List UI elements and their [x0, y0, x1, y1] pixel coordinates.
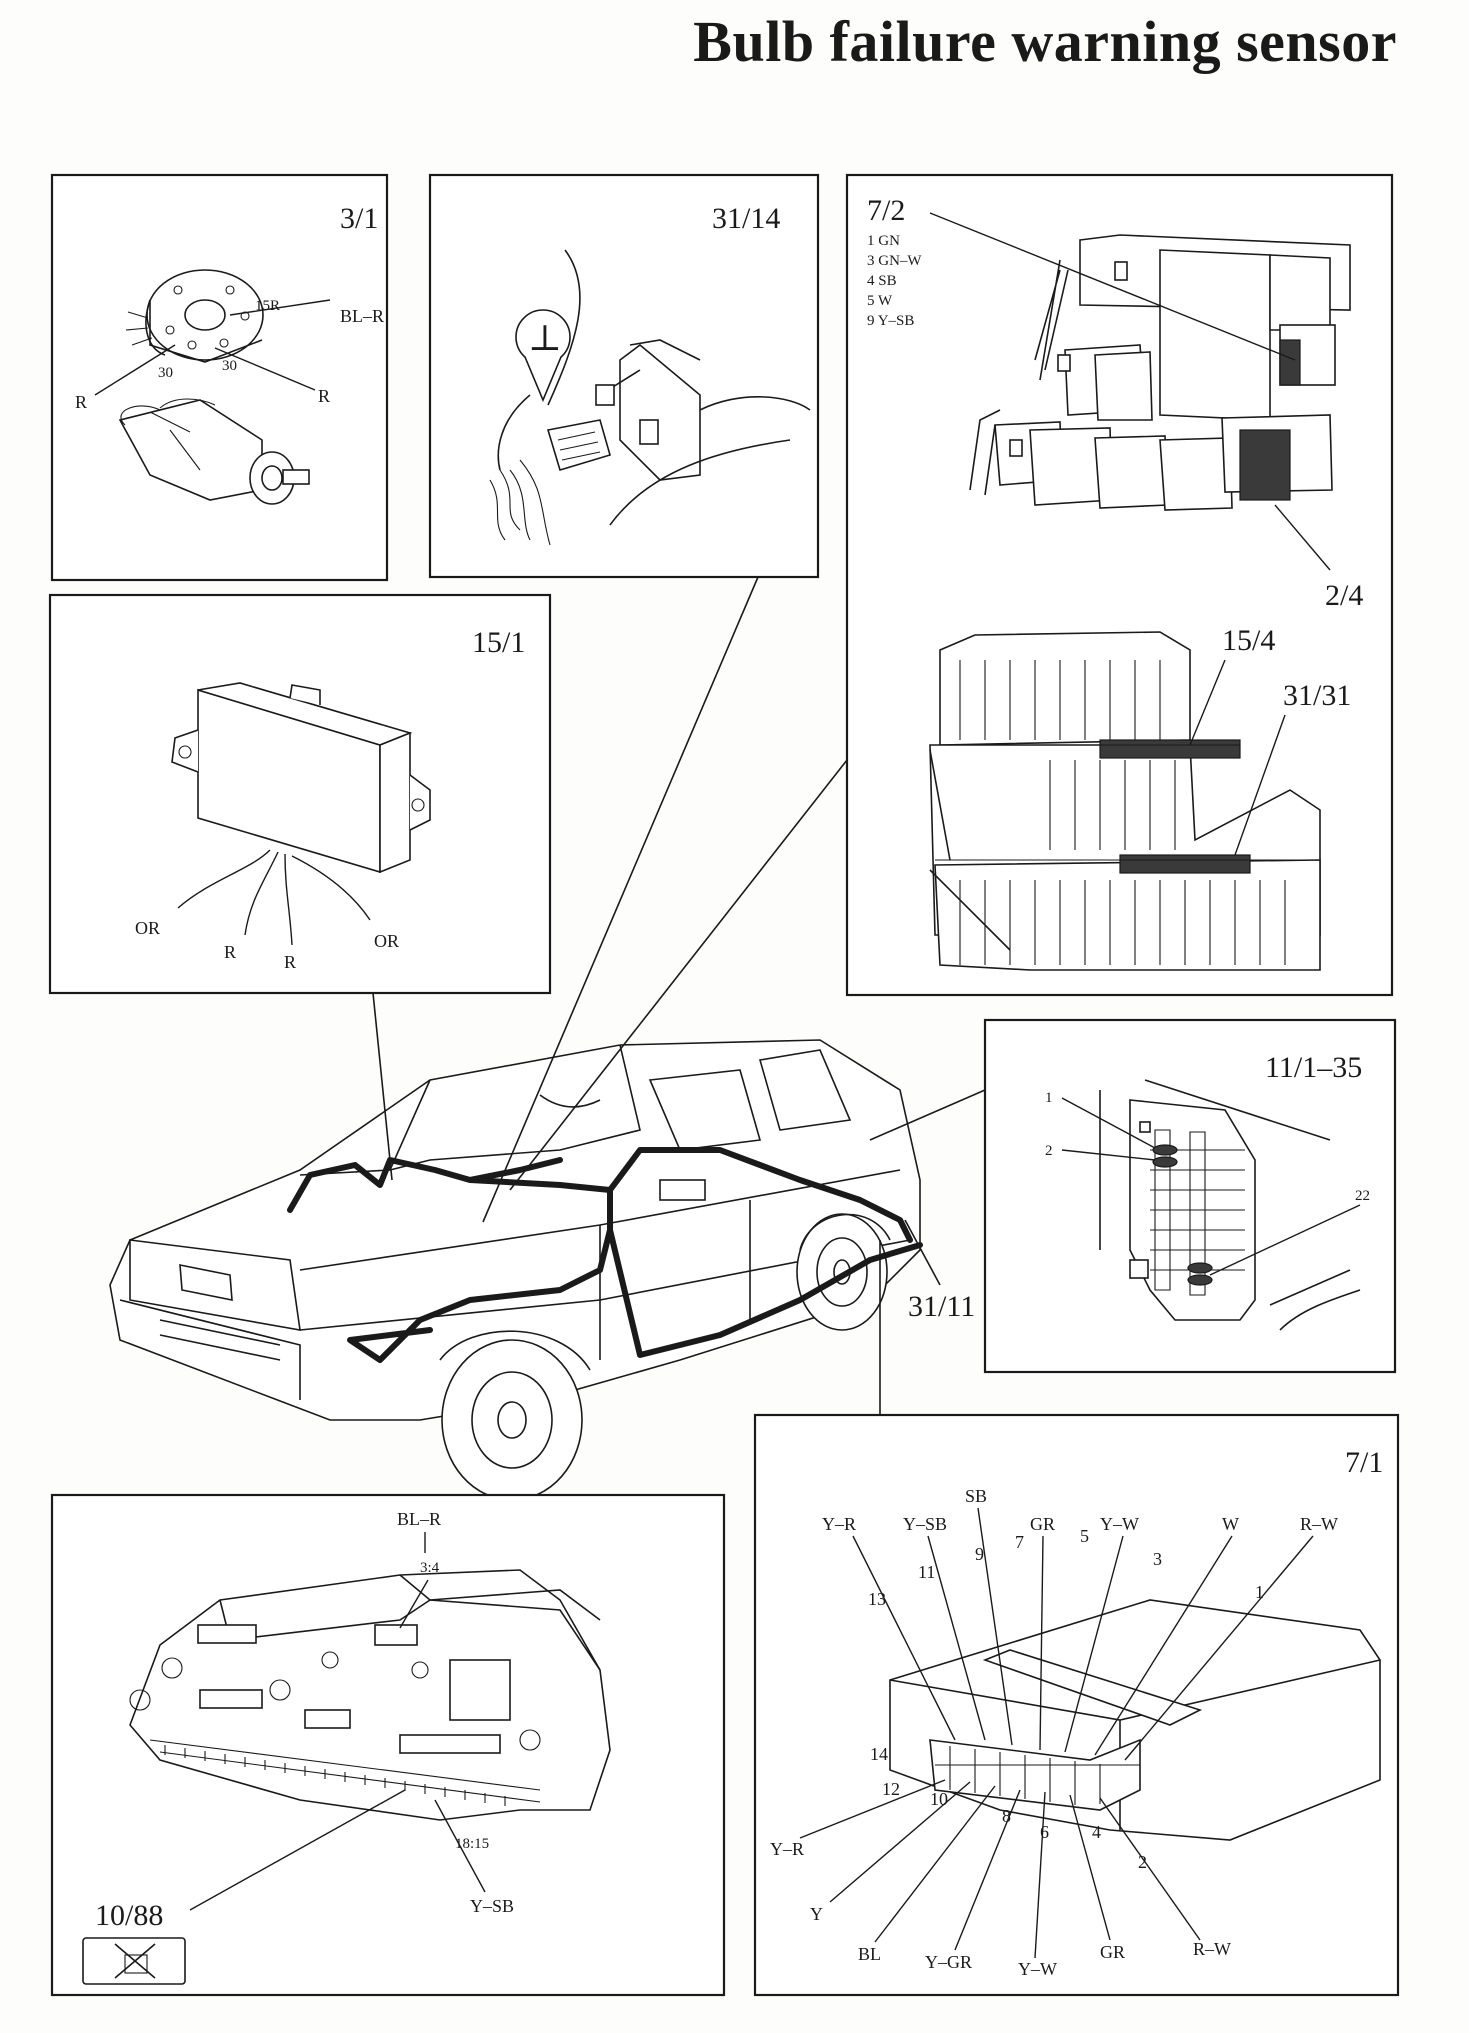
leader-ground-31-11 [904, 1219, 941, 1286]
sensor-module-drawing [171, 682, 431, 874]
ignition-label-r1: R [75, 392, 87, 412]
central-electronics-drawing [929, 631, 1321, 971]
ground-symbol: ⊥ [528, 318, 562, 358]
ignition-label-15r: 15R [255, 298, 280, 314]
relay-block-drawing [969, 234, 1351, 511]
connector-top-pin-11: 11 [918, 1562, 935, 1582]
instrument-label-bl-r: BL–R [397, 1509, 441, 1529]
panel-connector: 7/1 SB Y–R Y–SB GR Y–W W R–W 13 11 9 7 5… [753, 1413, 1400, 1997]
ignition-label-r2: R [318, 386, 330, 406]
car-ref-31-11: 31/11 [908, 1290, 975, 1323]
instrument-label-y-sb: Y–SB [470, 1896, 514, 1916]
instrument-label-18-15: 18:15 [455, 1836, 489, 1852]
relay-pin-4: 4 SB [867, 273, 897, 289]
panel-instrument-id: 10/88 [95, 1899, 163, 1932]
panel-fuse-id: 11/1–35 [1265, 1051, 1362, 1084]
connector-bottom-pin-8: 8 [1002, 1806, 1011, 1826]
ground-bracket-drawing [489, 249, 811, 546]
connector-bottom-wire-r-w: R–W [1193, 1939, 1231, 1959]
panel-sensor-id: 15/1 [472, 626, 525, 659]
ignition-switch-drawing [118, 269, 310, 505]
sensor-wire-r-1: R [224, 942, 236, 962]
ignition-label-30a: 30 [158, 365, 173, 381]
relay-pin-1: 1 GN [867, 233, 900, 249]
connector-top-pin-3: 3 [1153, 1549, 1162, 1569]
sensor-wire-or-1: OR [135, 918, 160, 938]
connector-bottom-pin-14: 14 [870, 1744, 888, 1764]
connector-top-pin-9: 9 [975, 1544, 984, 1564]
connector-top-wire-gr: GR [1030, 1514, 1055, 1534]
connector-top-pin-13: 13 [868, 1589, 886, 1609]
relay-pin-3: 3 GN–W [867, 253, 922, 269]
fuse-label-2: 2 [1045, 1143, 1053, 1159]
connector-top-pin-7: 7 [1015, 1532, 1024, 1552]
leader-relay-to-car [509, 759, 848, 1191]
connector-bottom-wire-y: Y [810, 1904, 823, 1924]
connector-top-wire-sb: SB [965, 1486, 987, 1506]
connector-top-pin-1: 1 [1255, 1582, 1264, 1602]
connector-bottom-pin-6: 6 [1040, 1822, 1049, 1842]
connector-bottom-wire-y-w: Y–W [1018, 1959, 1057, 1979]
panel-ground-id: 31/14 [712, 202, 780, 235]
relay-pin-9: 9 Y–SB [867, 313, 914, 329]
connector-top-wire-r-w: R–W [1300, 1514, 1338, 1534]
relay-pin-5: 5 W [867, 293, 893, 309]
connector-bottom-wire-bl: BL [858, 1944, 881, 1964]
panel-relay-box: 7/2 1 GN 3 GN–W 4 SB 5 W 9 Y–SB [845, 173, 1394, 997]
connector-bottom-pin-12: 12 [882, 1779, 900, 1799]
fuse-label-22: 22 [1355, 1188, 1370, 1204]
panel-sensor: 15/1 OR R R OR [48, 593, 552, 995]
connector-bottom-pin-4: 4 [1092, 1822, 1101, 1842]
instrument-label-3-4: 3:4 [420, 1560, 440, 1576]
connector-top-wire-y-w: Y–W [1100, 1514, 1139, 1534]
panel-ignition-id: 3/1 [340, 202, 378, 235]
connector-bottom-wire-y-r: Y–R [770, 1839, 804, 1859]
connector-module-drawing [889, 1599, 1381, 1841]
page-title: Bulb failure warning sensor [693, 9, 1397, 74]
connector-bottom-pin-10: 10 [930, 1789, 948, 1809]
connector-top-wire-y-sb: Y–SB [903, 1514, 947, 1534]
leader-fuse-to-car [869, 1089, 986, 1141]
relay-ref-15-4: 15/4 [1222, 624, 1275, 657]
panel-ground-point: 31/14 ⊥ [428, 173, 820, 579]
instrument-cluster-drawing [129, 1569, 611, 1821]
panel-fuse-box: 11/1–35 1 2 22 [983, 1018, 1397, 1374]
panel-ignition-switch: 3/1 15R BL– [50, 173, 389, 582]
leader-ground-to-car [482, 576, 759, 1223]
panel-relay-id: 7/2 [867, 194, 905, 227]
panel-instrument-cluster: 10/88 [50, 1493, 726, 1997]
sensor-wire-or-2: OR [374, 931, 399, 951]
connector-bottom-wire-y-gr: Y–GR [925, 1952, 972, 1972]
connector-top-wire-w: W [1222, 1514, 1239, 1534]
sensor-wire-r-2: R [284, 952, 296, 972]
relay-ref-31-31: 31/31 [1283, 679, 1351, 712]
ignition-label-30b: 30 [222, 358, 237, 374]
relay-ref-2-4: 2/4 [1325, 579, 1363, 612]
connector-top-pin-5: 5 [1080, 1526, 1089, 1546]
ignition-label-bl-r: BL–R [340, 306, 384, 326]
fuse-label-1: 1 [1045, 1090, 1053, 1106]
connector-top-wire-y-r: Y–R [822, 1514, 856, 1534]
connector-bottom-pin-2: 2 [1138, 1852, 1147, 1872]
leader-sensor-to-car [372, 992, 393, 1181]
panel-connector-id: 7/1 [1345, 1446, 1383, 1479]
fuse-box-drawing [1099, 1079, 1361, 1331]
car-drawing [109, 1039, 923, 1501]
connector-bottom-wire-gr: GR [1100, 1942, 1125, 1962]
